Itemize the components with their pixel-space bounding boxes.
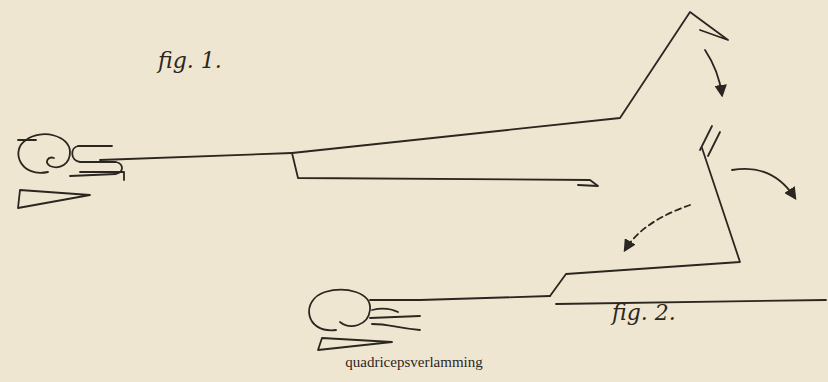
thigh-line	[100, 153, 292, 160]
foot-wedge	[18, 190, 90, 208]
foot-wedge	[318, 338, 392, 350]
caption: quadricepsverlamming	[345, 354, 482, 371]
upper-leg-line	[292, 12, 728, 153]
dashed-arrow	[625, 205, 690, 250]
hip-loop	[309, 290, 370, 331]
motion-arrow	[732, 169, 795, 198]
thigh-line	[420, 296, 550, 300]
motion-arrow	[705, 50, 722, 95]
figure-two	[309, 126, 826, 350]
hip-line	[18, 139, 36, 141]
lower-leg-line	[556, 300, 826, 304]
figure-label: fig. 2.	[612, 300, 676, 325]
foot-marks	[700, 126, 720, 156]
hook-lines	[70, 146, 124, 180]
hip-loop	[18, 134, 70, 173]
lower-leg-line	[292, 153, 598, 186]
upper-leg-line	[550, 148, 740, 296]
hook-lines	[370, 300, 420, 330]
figure-label: fig. 1.	[158, 48, 222, 73]
figure-one	[18, 12, 728, 208]
